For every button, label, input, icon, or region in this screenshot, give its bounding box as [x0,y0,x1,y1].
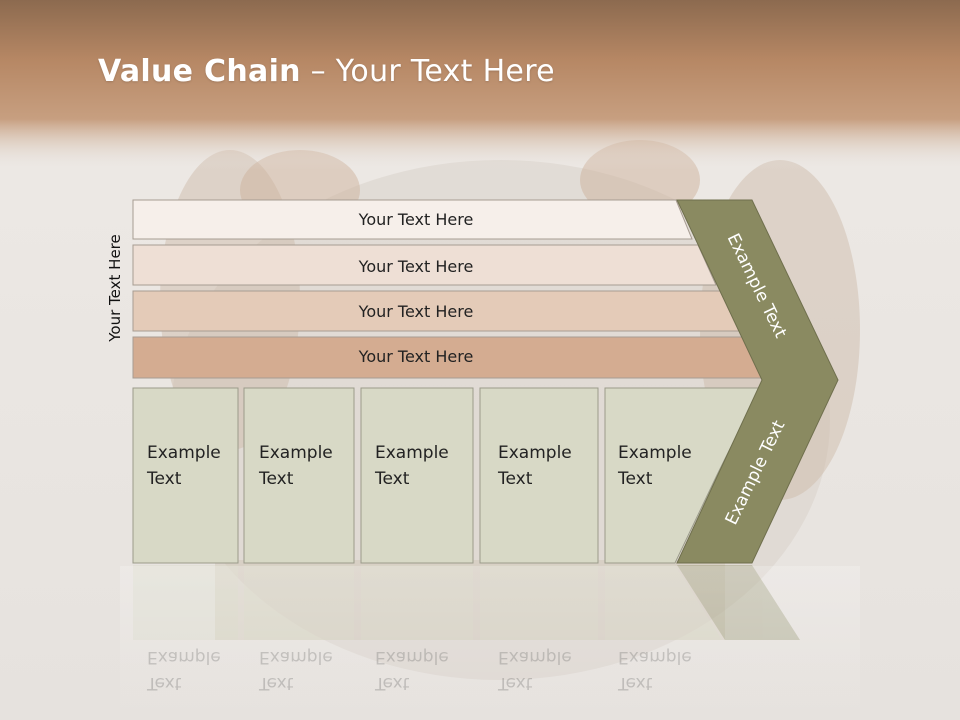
slide-title: Value Chain – Your Text Here [98,54,555,89]
support-box-1-line1: Example [147,443,221,463]
activity-bar-1-label: Your Text Here [358,210,474,229]
support-box-2-line1: Example [259,443,333,463]
support-box-4[interactable] [479,387,599,564]
support-box-3[interactable] [360,387,474,564]
support-box-2-line2: Text [258,469,294,489]
activity-bar-2[interactable] [132,244,717,286]
title-bold: Value Chain [98,54,301,89]
support-box-1[interactable] [132,387,239,564]
title-rest: – Your Text Here [300,54,555,89]
support-box-4-line1: Example [498,443,572,463]
support-box-5[interactable] [604,387,761,564]
support-box-1-line2: Text [146,469,182,489]
activity-bar-3-label: Your Text Here [358,302,474,321]
support-box-5-line1: Example [618,443,692,463]
reflection-fade [120,566,860,720]
value-chevron[interactable] [676,199,839,564]
support-box-3-line1: Example [375,443,449,463]
activity-bar-2-label: Your Text Here [358,257,474,276]
support-box-5-line2: Text [617,469,653,489]
activity-bar-4-label: Your Text Here [358,347,474,366]
support-box-2[interactable] [243,387,355,564]
support-box-4-line2: Text [497,469,533,489]
activity-bar-1[interactable] [132,199,693,240]
support-box-3-line2: Text [374,469,410,489]
